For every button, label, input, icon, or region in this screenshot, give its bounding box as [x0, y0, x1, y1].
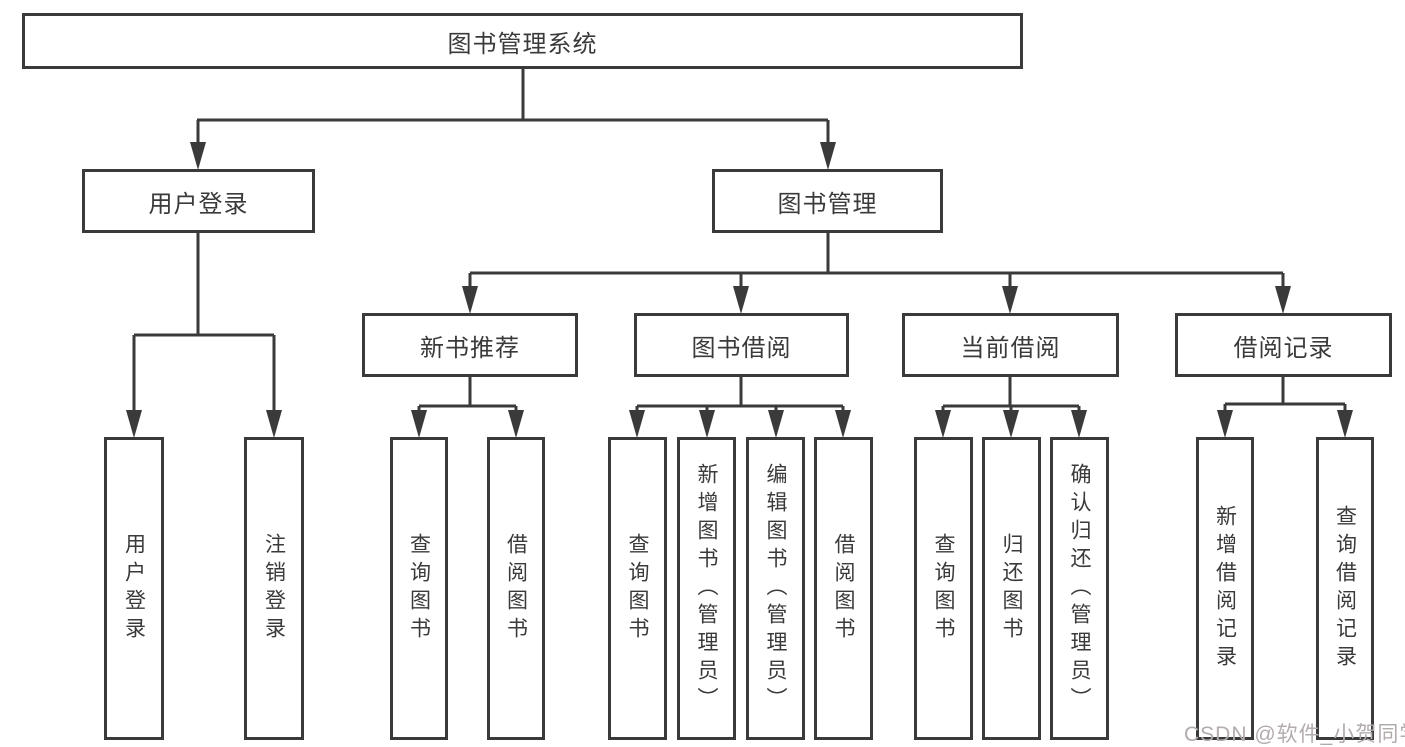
- node-label: 查询图书: [932, 532, 955, 645]
- leaf-borrow-books: 借阅图书: [814, 437, 873, 740]
- leaf-return-books: 归还图书: [982, 437, 1041, 740]
- node-label: 用户登录: [122, 532, 146, 645]
- node-label: 查询图书: [407, 532, 431, 645]
- node-label: 查询借阅记录: [1333, 504, 1357, 673]
- node-label: 图书管理: [777, 190, 878, 218]
- leaf-user-login: 用户登录: [104, 437, 164, 740]
- node-label: 借阅图书: [832, 532, 855, 645]
- leaf-logout: 注销登录: [244, 437, 304, 740]
- node-label: 借阅图书: [504, 532, 528, 645]
- node-current-borrowing: 当前借阅: [902, 313, 1119, 377]
- leaf-confirm-return-admin: 确认归还（管理员）: [1050, 437, 1109, 740]
- node-label: 图书管理系统: [447, 30, 598, 58]
- leaf-query-books: 查询图书: [914, 437, 973, 740]
- leaf-add-book-admin: 新增图书（管理员）: [677, 437, 736, 740]
- node-label: 新书推荐: [420, 334, 520, 362]
- leaf-query-books: 查询图书: [608, 437, 667, 740]
- node-new-book-recommendation: 新书推荐: [362, 313, 578, 377]
- node-label: 注销登录: [262, 532, 286, 645]
- node-book-management: 图书管理: [712, 169, 943, 233]
- arrowheads: [126, 142, 1353, 438]
- node-label: 当前借阅: [960, 334, 1061, 362]
- node-label: 新增图书（管理员）: [695, 462, 718, 715]
- node-label: 确认归还（管理员）: [1068, 462, 1091, 715]
- node-book-borrowing: 图书借阅: [634, 313, 849, 377]
- node-library-management-system: 图书管理系统: [22, 13, 1023, 69]
- csdn-watermark: CSDN @软件_小贺同学: [1184, 723, 1405, 746]
- leaf-edit-book-admin: 编辑图书（管理员）: [746, 437, 805, 740]
- leaf-query-books: 查询图书: [390, 437, 448, 740]
- node-label: 借阅记录: [1233, 334, 1334, 362]
- leaf-add-borrow-record: 新增借阅记录: [1196, 437, 1254, 740]
- node-borrowing-records: 借阅记录: [1175, 313, 1392, 377]
- node-label: 归还图书: [1000, 532, 1023, 645]
- node-label: 图书借阅: [691, 334, 792, 362]
- node-label: 用户登录: [148, 190, 249, 218]
- leaf-query-borrow-record: 查询借阅记录: [1316, 437, 1374, 740]
- leaf-borrow-books: 借阅图书: [487, 437, 545, 740]
- node-label: 新增借阅记录: [1213, 504, 1237, 673]
- node-user-login: 用户登录: [82, 169, 315, 233]
- node-label: 编辑图书（管理员）: [764, 462, 787, 715]
- node-label: 查询图书: [626, 532, 649, 645]
